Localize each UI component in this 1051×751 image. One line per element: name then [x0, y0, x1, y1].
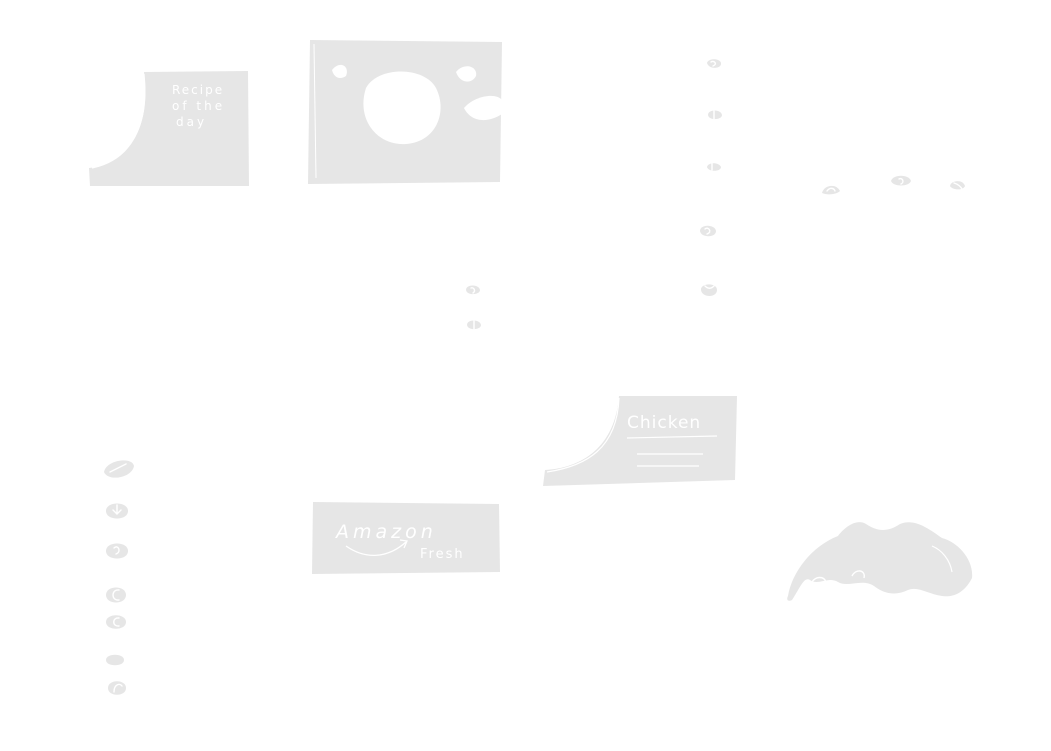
- chicken-card-underline-1: [626, 435, 718, 439]
- scribble-dot-8: [948, 178, 968, 192]
- scribble-dot-3: [705, 160, 723, 174]
- recipe-of-the-day-card[interactable]: Recipe of the day: [86, 68, 256, 192]
- recipe-card-line-2: of the: [172, 99, 225, 113]
- scribble-dot-10: [465, 318, 483, 332]
- scribble-dot-13: [104, 540, 130, 562]
- scribble-dot-12: [104, 500, 130, 522]
- scribble-dot-1: [705, 57, 723, 71]
- scribble-dot-14: [104, 584, 128, 606]
- amazon-fresh-card[interactable]: Amazon Fresh: [310, 500, 502, 576]
- scribble-dot-16: [104, 652, 126, 668]
- image-placeholder[interactable]: [306, 38, 504, 188]
- scribble-dot-9: [464, 283, 482, 297]
- scribble-dot-2: [706, 108, 724, 122]
- recipe-card-line-3: day: [176, 115, 207, 129]
- scribble-dot-11: [102, 458, 136, 480]
- scribble-dot-4: [698, 223, 718, 239]
- sketch-blob-icon: [787, 522, 973, 601]
- scribble-dot-5: [699, 281, 719, 299]
- image-placeholder-icon: [308, 40, 502, 184]
- sketch-blob: [782, 516, 978, 608]
- recipe-card-line-1: Recipe: [172, 83, 224, 97]
- scribble-dot-7: [889, 174, 913, 188]
- chicken-card[interactable]: Chicken: [541, 394, 741, 490]
- chicken-card-title: Chicken: [627, 413, 701, 433]
- amazon-fresh-brand: Amazon: [334, 521, 437, 543]
- amazon-fresh-sub: Fresh: [420, 547, 465, 562]
- scribble-dot-6: [820, 183, 842, 195]
- scribble-dot-15: [104, 612, 128, 632]
- scribble-dot-17: [106, 678, 128, 698]
